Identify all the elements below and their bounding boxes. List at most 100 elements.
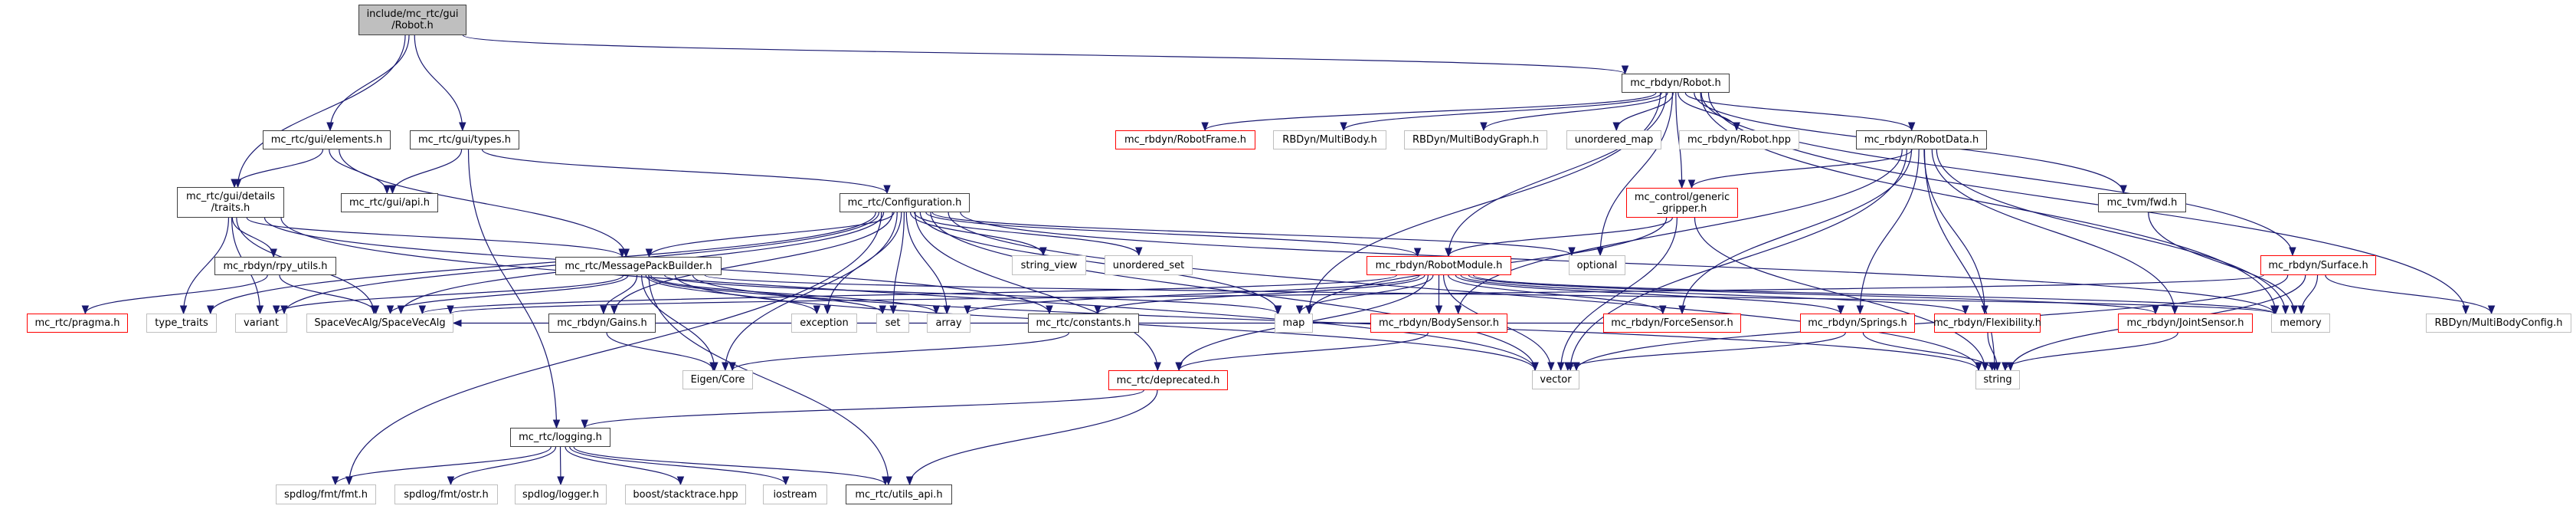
edge-logging-to-utils_api: [573, 446, 886, 485]
edge-constants-to-eigen: [732, 332, 1069, 371]
graph-node-string-view: string_view: [1012, 255, 1086, 275]
edge-traits-to-type_traits: [182, 217, 230, 314]
graph-node-logging[interactable]: mc_rtc/logging.h: [510, 428, 610, 447]
graph-node-rpy[interactable]: mc_rbdyn/rpy_utils.h: [214, 257, 336, 275]
graph-node-config[interactable]: mc_rtc/Configuration.h: [840, 193, 970, 212]
graph-node-forcesensor[interactable]: mc_rbdyn/ForceSensor.h: [1603, 314, 1741, 333]
graph-node-robotmodule[interactable]: mc_rbdyn/RobotModule.h: [1367, 256, 1511, 275]
edge-robotmodule-to-constants: [1097, 274, 1425, 314]
graph-node-label: mc_rtc/utils_api.h: [855, 488, 943, 501]
edge-robotmodule-to-sva: [421, 274, 1397, 314]
graph-node-label: mc_rbdyn/rpy_utils.h: [223, 260, 328, 272]
edge-robot-to-multibody: [1343, 92, 1663, 131]
edge-arrowhead: [332, 476, 339, 486]
graph-node-guiapi[interactable]: mc_rtc/gui/api.h: [341, 193, 438, 212]
graph-node-bodysensor[interactable]: mc_rbdyn/BodySensor.h: [1370, 314, 1507, 333]
graph-node-traits[interactable]: mc_rtc/gui/details /traits.h: [177, 187, 284, 218]
edge-deprecated-to-logging: [584, 389, 1144, 429]
edge-robotmodule-to-flexibility: [1460, 274, 1966, 314]
graph-node-pragma[interactable]: mc_rtc/pragma.h: [27, 314, 128, 333]
edge-arrowhead: [883, 185, 891, 195]
graph-node-elements[interactable]: mc_rtc/gui/elements.h: [263, 130, 391, 149]
edge-arrowhead: [1046, 305, 1053, 315]
graph-node-label: mc_rbdyn/Surface.h: [2268, 259, 2368, 271]
graph-node-surface[interactable]: mc_rbdyn/Surface.h: [2260, 255, 2376, 275]
graph-node-flexibility[interactable]: mc_rbdyn/Flexibility.h: [1933, 314, 2041, 333]
edge-msgpack-to-memory: [704, 274, 2275, 314]
graph-node-types[interactable]: mc_rtc/gui/types.h: [410, 130, 519, 149]
edge-arrowhead: [1547, 362, 1555, 372]
edge-arrowhead: [1531, 362, 1539, 372]
graph-node-label: mc_rbdyn/RobotData.h: [1864, 134, 1979, 146]
edge-arrowhead: [581, 419, 588, 429]
edge-arrowhead: [1175, 362, 1183, 372]
edge-robot-to-memory: [1700, 92, 2277, 314]
graph-node-label: mc_rbdyn/JointSensor.h: [2126, 317, 2244, 329]
graph-node-utils-api[interactable]: mc_rtc/utils_api.h: [846, 484, 952, 504]
graph-node-springs[interactable]: mc_rbdyn/Springs.h: [1800, 314, 1915, 333]
edge-arrowhead: [1201, 122, 1209, 132]
edge-arrowhead: [2487, 305, 2496, 315]
edge-robotmodule-to-jointsensor: [1468, 274, 2156, 314]
edge-arrowhead: [2007, 362, 2015, 372]
graph-node-deprecated[interactable]: mc_rtc/deprecated.h: [1108, 370, 1228, 390]
graph-node-label: unordered_set: [1112, 259, 1185, 271]
edge-elements-to-msgpack: [339, 149, 627, 258]
edge-arrowhead: [709, 362, 717, 372]
graph-node-label: iostream: [773, 488, 817, 501]
edge-arrowhead: [1573, 362, 1580, 372]
edge-arrowhead: [179, 305, 188, 315]
edge-rpy-to-pragma: [84, 274, 268, 314]
graph-node-label: mc_rtc/logging.h: [519, 432, 602, 443]
edge-arrowhead: [823, 305, 831, 315]
edge-arrowhead: [1480, 122, 1488, 132]
graph-node-optional: optional: [1569, 255, 1625, 275]
graph-node-label: mc_rbdyn/ForceSensor.h: [1611, 317, 1733, 329]
edge-arrowhead: [326, 122, 334, 132]
graph-node-label: include/mc_rtc/gui /Robot.h: [366, 8, 459, 31]
graph-node-label: mc_rtc/MessagePackBuilder.h: [565, 260, 712, 272]
graph-node-label: spdlog/logger.h: [522, 488, 600, 501]
graph-node-label: mc_rtc/gui/elements.h: [270, 134, 383, 146]
edge-arrowhead: [943, 305, 951, 315]
graph-node-sva: SpaceVecAlg/SpaceVecAlg: [306, 314, 453, 333]
edge-robotdata-to-springs: [1859, 149, 1920, 314]
graph-node-label: RBDyn/MultiBody.h: [1282, 134, 1377, 146]
graph-node-mbgraph: RBDyn/MultiBodyGraph.h: [1404, 130, 1547, 149]
graph-node-tvmfwd[interactable]: mc_tvm/fwd.h: [2098, 193, 2186, 212]
graph-node-jointsensor[interactable]: mc_rbdyn/JointSensor.h: [2118, 314, 2253, 333]
edge-arrowhead: [2290, 305, 2298, 315]
edge-root-to-elements: [329, 34, 410, 131]
graph-node-fmt: spdlog/fmt/fmt.h: [276, 484, 376, 504]
edge-arrowhead: [1564, 362, 1572, 372]
edge-arrowhead: [1621, 65, 1629, 75]
edge-arrowhead: [2119, 185, 2127, 195]
graph-node-constants[interactable]: mc_rtc/constants.h: [1028, 314, 1139, 333]
edge-arrowhead: [447, 305, 454, 315]
edge-arrowhead: [1413, 248, 1422, 258]
edge-arrowhead: [372, 305, 380, 315]
edge-arrowhead: [1154, 362, 1161, 372]
graph-node-gains[interactable]: mc_rbdyn/Gains.h: [548, 314, 656, 333]
graph-node-label: mc_rtc/Configuration.h: [847, 197, 962, 209]
edge-arrowhead: [1435, 305, 1443, 315]
graph-node-robot[interactable]: mc_rbdyn/Robot.h: [1622, 74, 1730, 93]
graph-node-robotdata[interactable]: mc_rbdyn/RobotData.h: [1856, 130, 1987, 149]
edge-arrowhead: [418, 305, 427, 315]
edge-arrowhead: [882, 476, 889, 486]
edge-robotdata-to-vector: [1569, 149, 1907, 371]
graph-node-label: mc_rbdyn/Robot.h: [1630, 77, 1721, 89]
graph-node-label: mc_rtc/constants.h: [1036, 317, 1131, 329]
graph-node-logger: spdlog/logger.h: [515, 484, 607, 504]
graph-node-gripper[interactable]: mc_control/generic _gripper.h: [1626, 188, 1738, 218]
graph-node-label: mc_tvm/fwd.h: [2106, 197, 2178, 209]
graph-node-msgpack[interactable]: mc_rtc/MessagePackBuilder.h: [555, 257, 722, 275]
graph-node-robotframe[interactable]: mc_rbdyn/RobotFrame.h: [1115, 130, 1255, 149]
edge-robot-to-mbgraph: [1483, 92, 1668, 131]
edge-arrowhead: [552, 419, 561, 429]
graph-node-unordered-map: unordered_map: [1566, 130, 1661, 149]
edge-arrowhead: [1340, 122, 1347, 132]
edge-msgpack-to-map: [664, 274, 1278, 314]
edge-arrowhead: [676, 476, 685, 486]
